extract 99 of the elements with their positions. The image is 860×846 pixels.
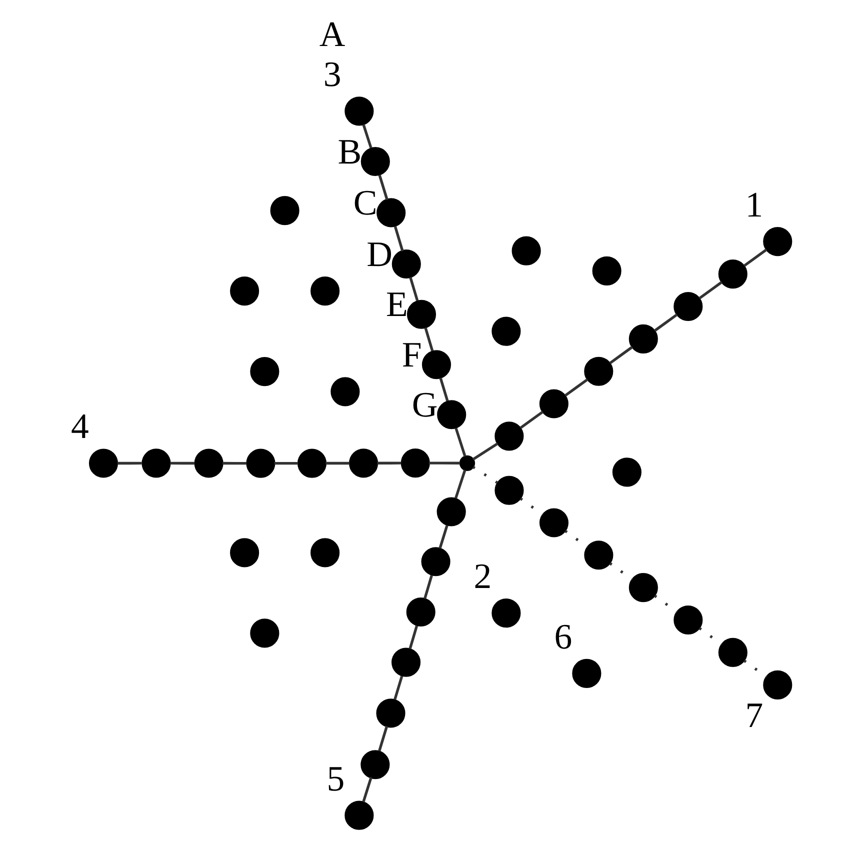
- node-circle: [762, 670, 792, 700]
- node-label: D: [366, 234, 392, 274]
- node-circle: [494, 476, 524, 505]
- node-circle: [673, 292, 702, 322]
- connector: [608, 562, 633, 581]
- node-label: 7: [744, 695, 763, 735]
- node-circle: [88, 448, 118, 478]
- connector: [393, 676, 403, 700]
- connector: [424, 327, 434, 352]
- node-label: 2: [473, 556, 492, 596]
- node-circle: [310, 276, 340, 306]
- connector: [472, 466, 498, 484]
- connector: [362, 777, 372, 802]
- node-label: G: [411, 384, 438, 424]
- node-circle: [538, 508, 568, 538]
- node-circle: [360, 750, 390, 780]
- node-circle: [330, 377, 360, 406]
- node-circle: [592, 256, 621, 286]
- node-circle: [572, 658, 601, 688]
- connector: [428, 462, 460, 464]
- connector: [438, 378, 448, 402]
- node-circle: [296, 448, 326, 478]
- node-circle: [270, 196, 299, 226]
- node-circle: [360, 146, 390, 176]
- node-circle: [406, 300, 436, 329]
- node-circle: [390, 648, 420, 677]
- node-circle: [250, 618, 279, 648]
- node-circle: [344, 96, 374, 126]
- node-circle: [491, 598, 520, 628]
- connector: [653, 313, 678, 332]
- node-circle: [194, 448, 223, 478]
- node-label: A: [318, 14, 345, 54]
- connector: [438, 525, 448, 549]
- node-circle: [673, 605, 702, 635]
- node-label: C: [352, 182, 377, 223]
- connector: [408, 625, 418, 650]
- node-circle: [628, 573, 658, 602]
- node-circle: [421, 350, 451, 380]
- connector: [519, 497, 544, 516]
- connector: [653, 594, 678, 614]
- node-circle: [344, 800, 374, 830]
- node-circle: [141, 448, 170, 478]
- node-label: 6: [554, 616, 572, 656]
- connector: [408, 277, 418, 301]
- node-circle: [511, 236, 540, 266]
- node-label: 1: [744, 184, 763, 224]
- connector: [454, 428, 466, 457]
- node-label: F: [401, 334, 422, 374]
- connector: [564, 378, 588, 397]
- node-circle: [246, 448, 275, 478]
- node-circle: [491, 316, 520, 346]
- node-label: 5: [326, 758, 344, 798]
- connector: [378, 726, 388, 752]
- connector: [274, 462, 298, 465]
- node-circle: [436, 400, 466, 430]
- node-circle: [718, 260, 747, 289]
- node-circle: [376, 198, 406, 228]
- connector: [378, 174, 388, 200]
- connector: [325, 462, 349, 465]
- node-label: 4: [70, 406, 88, 446]
- connector: [117, 462, 142, 465]
- connector: [362, 124, 372, 148]
- node-circle: [494, 422, 524, 451]
- connector: [742, 248, 767, 267]
- node-circle: [458, 455, 475, 471]
- node-label: E: [385, 284, 408, 324]
- connector: [393, 226, 404, 252]
- node-circle: [250, 357, 279, 386]
- node-circle: [230, 538, 259, 568]
- node-circle: [718, 638, 747, 667]
- node-circle: [348, 448, 378, 478]
- connector: [698, 627, 722, 646]
- connector: [170, 462, 194, 465]
- node-circle: [420, 547, 450, 576]
- connector: [376, 462, 401, 464]
- node-circle: [436, 497, 466, 526]
- node-circle: [406, 597, 435, 627]
- connector: [454, 470, 466, 499]
- connector: [423, 575, 432, 599]
- connector: [472, 442, 498, 461]
- node-circle: [538, 389, 568, 418]
- connector: [222, 462, 246, 465]
- connector: [564, 530, 588, 548]
- node-label: B: [337, 131, 362, 172]
- node-circle: [376, 698, 405, 728]
- connector: [698, 281, 722, 300]
- node-circle: [612, 458, 641, 487]
- connector: [519, 410, 544, 430]
- node-circle: [310, 538, 340, 568]
- node-circle: [584, 540, 613, 570]
- connector: [608, 346, 633, 364]
- connector: [742, 660, 767, 678]
- node-label: 3: [322, 54, 341, 94]
- node-circle: [628, 324, 658, 354]
- node-circle: [762, 227, 792, 256]
- node-circle: [230, 276, 259, 306]
- node-circle: [391, 249, 420, 279]
- node-circle: [400, 448, 430, 478]
- node-circle: [584, 356, 613, 386]
